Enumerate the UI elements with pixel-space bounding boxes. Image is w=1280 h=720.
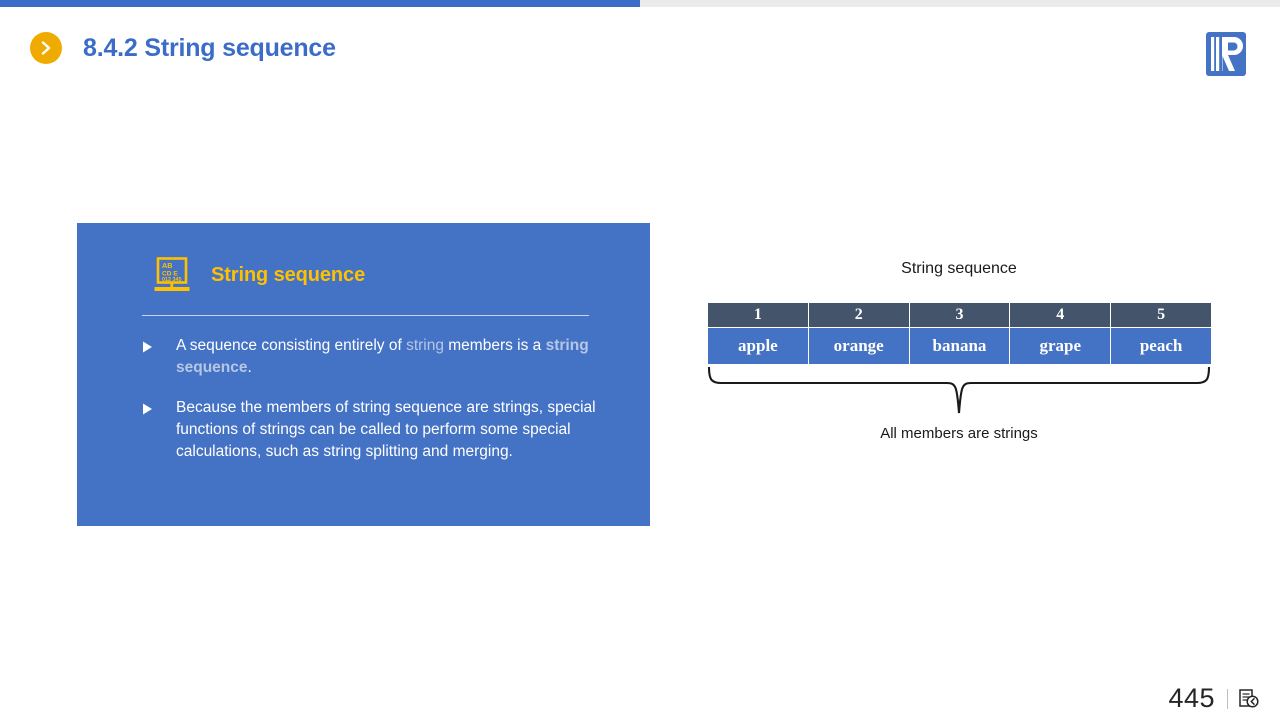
triangle-right-icon <box>142 340 157 358</box>
top-accent-bar-track <box>640 0 1280 7</box>
svg-text:012 345: 012 345 <box>162 277 182 283</box>
value-cell-5: peach <box>1110 327 1212 365</box>
value-cell-2: orange <box>807 327 910 365</box>
value-cell-1: apple <box>707 327 809 365</box>
chevron-right-icon <box>30 32 62 64</box>
page-number: 445 <box>1168 683 1215 713</box>
diagram-caption: String sequence <box>901 260 1017 277</box>
bullet-1-seg-4: . <box>247 359 252 377</box>
list-item-text: Because the members of string sequence a… <box>176 398 596 461</box>
list-item: A sequence consisting entirely of string… <box>142 335 616 380</box>
value-cell-3: banana <box>908 327 1011 365</box>
svg-text:CD E: CD E <box>162 271 178 278</box>
bullet-1-seg-3: string sequence <box>176 337 589 377</box>
footer-divider <box>1227 688 1228 709</box>
top-accent-bar <box>0 0 1280 7</box>
table-header-row: 1 2 3 4 5 <box>707 302 1212 328</box>
panel-heading-row: AB CD E 012 345 String sequence <box>111 251 616 299</box>
index-cell-1: 1 <box>707 302 809 328</box>
svg-text:AB: AB <box>162 261 172 270</box>
slide-header: 8.4.2 String sequence <box>30 32 336 64</box>
bullet-1-seg-2: members is a <box>443 337 546 354</box>
list-item-text: A sequence consisting entirely of string… <box>176 335 616 380</box>
table-row: apple orange banana grape peach <box>707 327 1212 365</box>
bullet-list: A sequence consisting entirely of string… <box>111 335 616 464</box>
index-cell-4: 4 <box>1009 302 1112 328</box>
index-cell-2: 2 <box>807 302 910 328</box>
value-cell-4: grape <box>1009 327 1112 365</box>
board-letters-icon: AB CD E 012 345 <box>153 257 191 293</box>
document-back-icon[interactable] <box>1238 688 1260 710</box>
triangle-right-icon <box>142 402 157 420</box>
concept-panel: AB CD E 012 345 String sequence A sequen… <box>77 223 650 526</box>
sequence-diagram: String sequence 1 2 3 4 5 apple orange b… <box>707 260 1212 442</box>
book-r-logo-icon <box>1204 30 1248 78</box>
panel-heading: String sequence <box>211 263 366 286</box>
index-cell-5: 5 <box>1110 302 1212 328</box>
curly-brace-down-icon <box>707 367 1211 415</box>
list-item: Because the members of string sequence a… <box>142 397 616 464</box>
panel-divider <box>142 315 589 316</box>
brace-caption: All members are strings <box>880 425 1038 442</box>
bullet-1-seg-1: string <box>406 337 444 354</box>
bullet-1-seg-0: A sequence consisting entirely of <box>176 337 407 354</box>
top-accent-bar-blue <box>0 0 640 7</box>
slide-footer: 445 <box>1168 683 1260 714</box>
sequence-table: 1 2 3 4 5 apple orange banana grape peac… <box>707 302 1212 365</box>
index-cell-3: 3 <box>908 302 1011 328</box>
page-title: 8.4.2 String sequence <box>83 33 336 62</box>
